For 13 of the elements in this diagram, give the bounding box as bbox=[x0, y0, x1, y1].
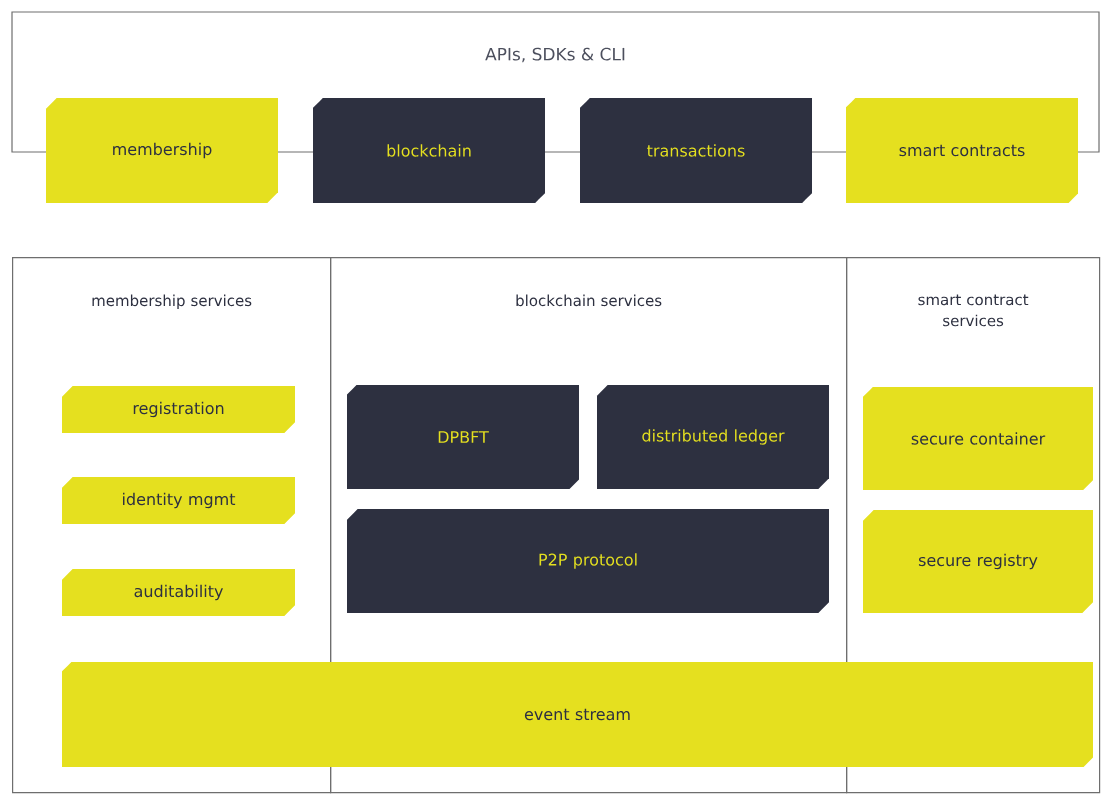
module-box: event stream bbox=[62, 662, 1093, 767]
module-box: DPBFT bbox=[347, 385, 579, 489]
module-box: membership bbox=[46, 98, 278, 203]
module-box: auditability bbox=[62, 569, 295, 616]
module-box: blockchain bbox=[313, 98, 545, 203]
module-box: P2P protocol bbox=[347, 509, 829, 613]
module-box: secure container bbox=[863, 387, 1093, 490]
module-box: smart contracts bbox=[846, 98, 1078, 203]
module-box: transactions bbox=[580, 98, 812, 203]
module-box: secure registry bbox=[863, 510, 1093, 613]
module-box: distributed ledger bbox=[597, 385, 829, 489]
module-box: identity mgmt bbox=[62, 477, 295, 524]
module-box: registration bbox=[62, 386, 295, 433]
